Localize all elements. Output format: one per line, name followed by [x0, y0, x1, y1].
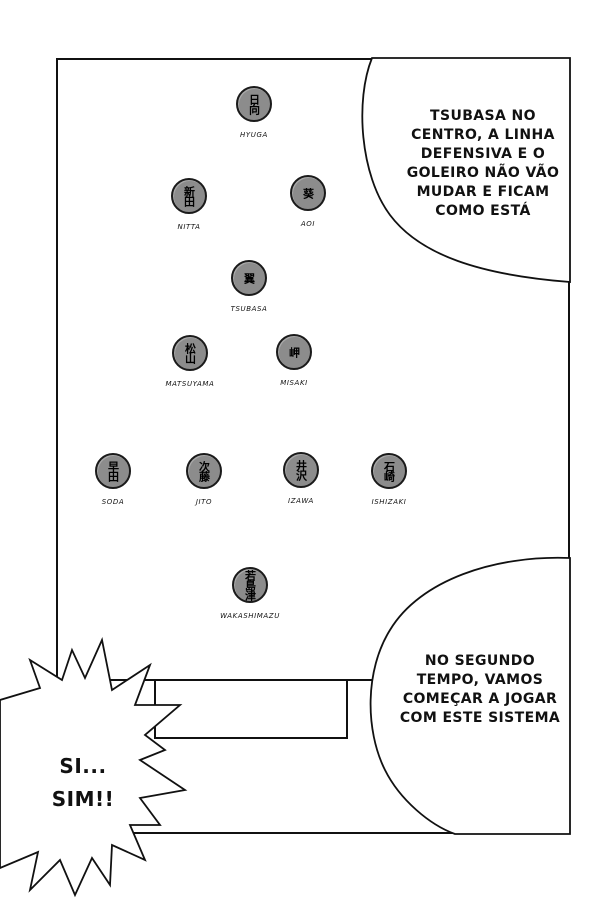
speech-line: NO SEGUNDO — [424, 653, 536, 669]
player-matsuyama: 松山 MATSUYAMA — [145, 335, 235, 388]
goal-area — [154, 679, 348, 739]
player-name: MISAKI — [280, 379, 308, 387]
player-token: 日向 — [236, 86, 272, 122]
player-izawa: 井沢 IZAWA — [256, 452, 346, 505]
player-name: TSUBASA — [230, 305, 268, 313]
player-token: 井沢 — [283, 452, 319, 488]
player-name: AOI — [300, 220, 316, 228]
player-name: MATSUYAMA — [165, 380, 215, 388]
speech-line: TEMPO, VAMOS — [416, 672, 544, 688]
player-name: HYUGA — [240, 131, 268, 139]
player-name: NITTA — [177, 223, 201, 231]
speech-line: DEFENSIVA E O — [420, 146, 546, 162]
player-soda: 早田 SODA — [68, 453, 158, 506]
speech-line: CENTRO, A LINHA — [411, 127, 555, 143]
player-misaki: 岬 MISAKI — [249, 334, 339, 387]
shout-line: SIM!! — [51, 787, 115, 811]
player-name: SODA — [101, 498, 125, 506]
speech-text-top: TSUBASA NO CENTRO, A LINHA DEFENSIVA E O… — [388, 107, 578, 221]
player-token: 葵 — [290, 175, 326, 211]
speech-line: MUDAR E FICAM — [416, 184, 550, 200]
player-ishizaki: 石崎 ISHIZAKI — [344, 453, 434, 506]
player-token: 早田 — [95, 453, 131, 489]
speech-line: COMO ESTÁ — [435, 203, 531, 219]
shout-text: SI... SIM!! — [38, 750, 128, 816]
speech-text-bottom: NO SEGUNDO TEMPO, VAMOS COMEÇAR A JOGAR … — [390, 652, 570, 728]
speech-balloon-top — [361, 57, 571, 283]
speech-line: TSUBASA NO — [430, 108, 536, 124]
player-hyuga: 日向 HYUGA — [209, 86, 299, 139]
player-name: WAKASHIMAZU — [220, 612, 280, 620]
shout-line: SI... — [59, 754, 107, 778]
player-token: 石崎 — [371, 453, 407, 489]
player-token: 岬 — [276, 334, 312, 370]
speech-line: COMEÇAR A JOGAR — [402, 691, 558, 707]
player-token: 新田 — [171, 178, 207, 214]
player-token: 次藤 — [186, 453, 222, 489]
player-nitta: 新田 NITTA — [144, 178, 234, 231]
speech-line: GOLEIRO NÃO VÃO — [406, 165, 560, 181]
player-name: ISHIZAKI — [371, 498, 407, 506]
player-name: IZAWA — [288, 497, 314, 505]
player-token: 松山 — [172, 335, 208, 371]
speech-balloon-bottom — [369, 556, 571, 835]
player-token: 翼 — [231, 260, 267, 296]
player-jito: 次藤 JITO — [159, 453, 249, 506]
player-name: JITO — [195, 498, 213, 506]
player-wakashimazu: 若島津 WAKASHIMAZU — [205, 567, 295, 620]
player-aoi: 葵 AOI — [263, 175, 353, 228]
player-token: 若島津 — [232, 567, 268, 603]
burst-balloon — [0, 637, 188, 898]
player-tsubasa: 翼 TSUBASA — [204, 260, 294, 313]
speech-line: COM ESTE SISTEMA — [399, 710, 561, 726]
